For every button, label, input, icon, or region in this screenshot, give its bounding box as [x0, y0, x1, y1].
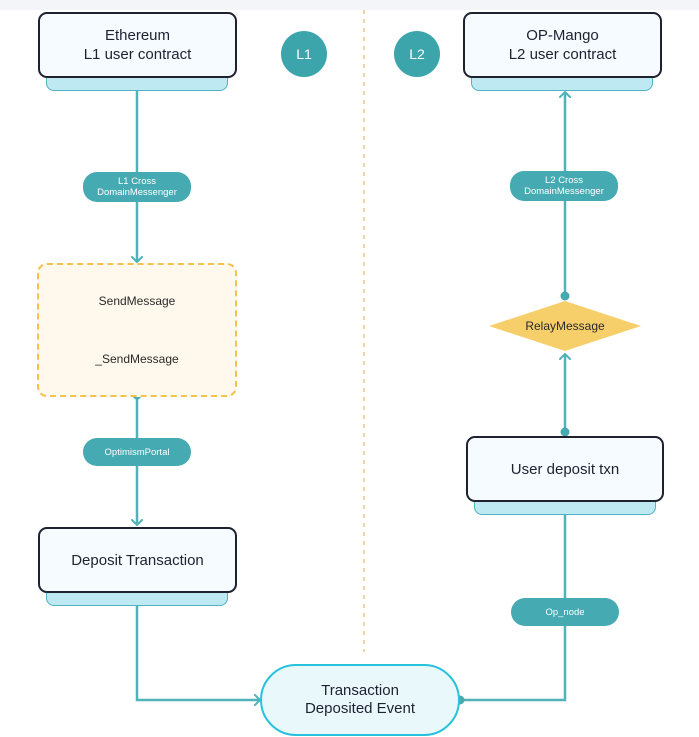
top-strip [0, 0, 699, 10]
l2-messenger-line-1: L2 Cross [544, 175, 583, 186]
l1-user-contract-node: Ethereum L1 user contract [38, 12, 237, 78]
l2-messenger-line-2: DomainMessenger [524, 186, 604, 197]
send-message-internal-label: _SendMessage [95, 352, 179, 366]
transaction-deposited-event-node: Transaction Deposited Event [260, 664, 460, 736]
op-node-text: Op_node [545, 606, 585, 618]
layer-badge-l1: L1 [281, 31, 327, 77]
send-message-group [37, 263, 237, 397]
l2-user-contract-node: OP-Mango L2 user contract [463, 12, 662, 78]
diamond-relay-message [489, 301, 641, 351]
event-line-2: Deposited Event [304, 700, 416, 717]
l1-cross-domain-messenger-label: L1 Cross DomainMessenger [83, 172, 191, 202]
op-node-label: Op_node [511, 598, 619, 626]
l2-cross-domain-messenger-label: L2 Cross DomainMessenger [510, 171, 618, 201]
l1-contract-line-2: L1 user contract [83, 46, 192, 63]
deposit-transaction-node: Deposit Transaction [38, 527, 237, 593]
layer-badge-l2: L2 [394, 31, 440, 77]
optimism-portal-label: OptimismPortal [83, 438, 191, 466]
l1-messenger-line-1: L1 Cross [117, 176, 156, 187]
optimism-portal-text: OptimismPortal [104, 446, 170, 458]
send-message-label: SendMessage [98, 294, 176, 308]
l1-contract-line-1: Ethereum [104, 27, 171, 44]
deposit-transaction-label: Deposit Transaction [71, 551, 204, 569]
l2-contract-line-2: L2 user contract [508, 46, 617, 63]
relay-message-label: RelayMessage [525, 319, 605, 333]
user-deposit-txn-label: User deposit txn [510, 460, 620, 478]
dot-user-deposit-out [560, 427, 570, 437]
connector-deposit-to-event [135, 589, 261, 706]
dot-relay-out [560, 291, 570, 301]
connector-event-to-user-deposit [460, 502, 571, 702]
l2-contract-line-1: OP-Mango [526, 27, 599, 44]
l1-messenger-line-2: DomainMessenger [97, 187, 177, 198]
user-deposit-txn-node: User deposit txn [466, 436, 664, 502]
event-line-1: Transaction [321, 682, 399, 699]
